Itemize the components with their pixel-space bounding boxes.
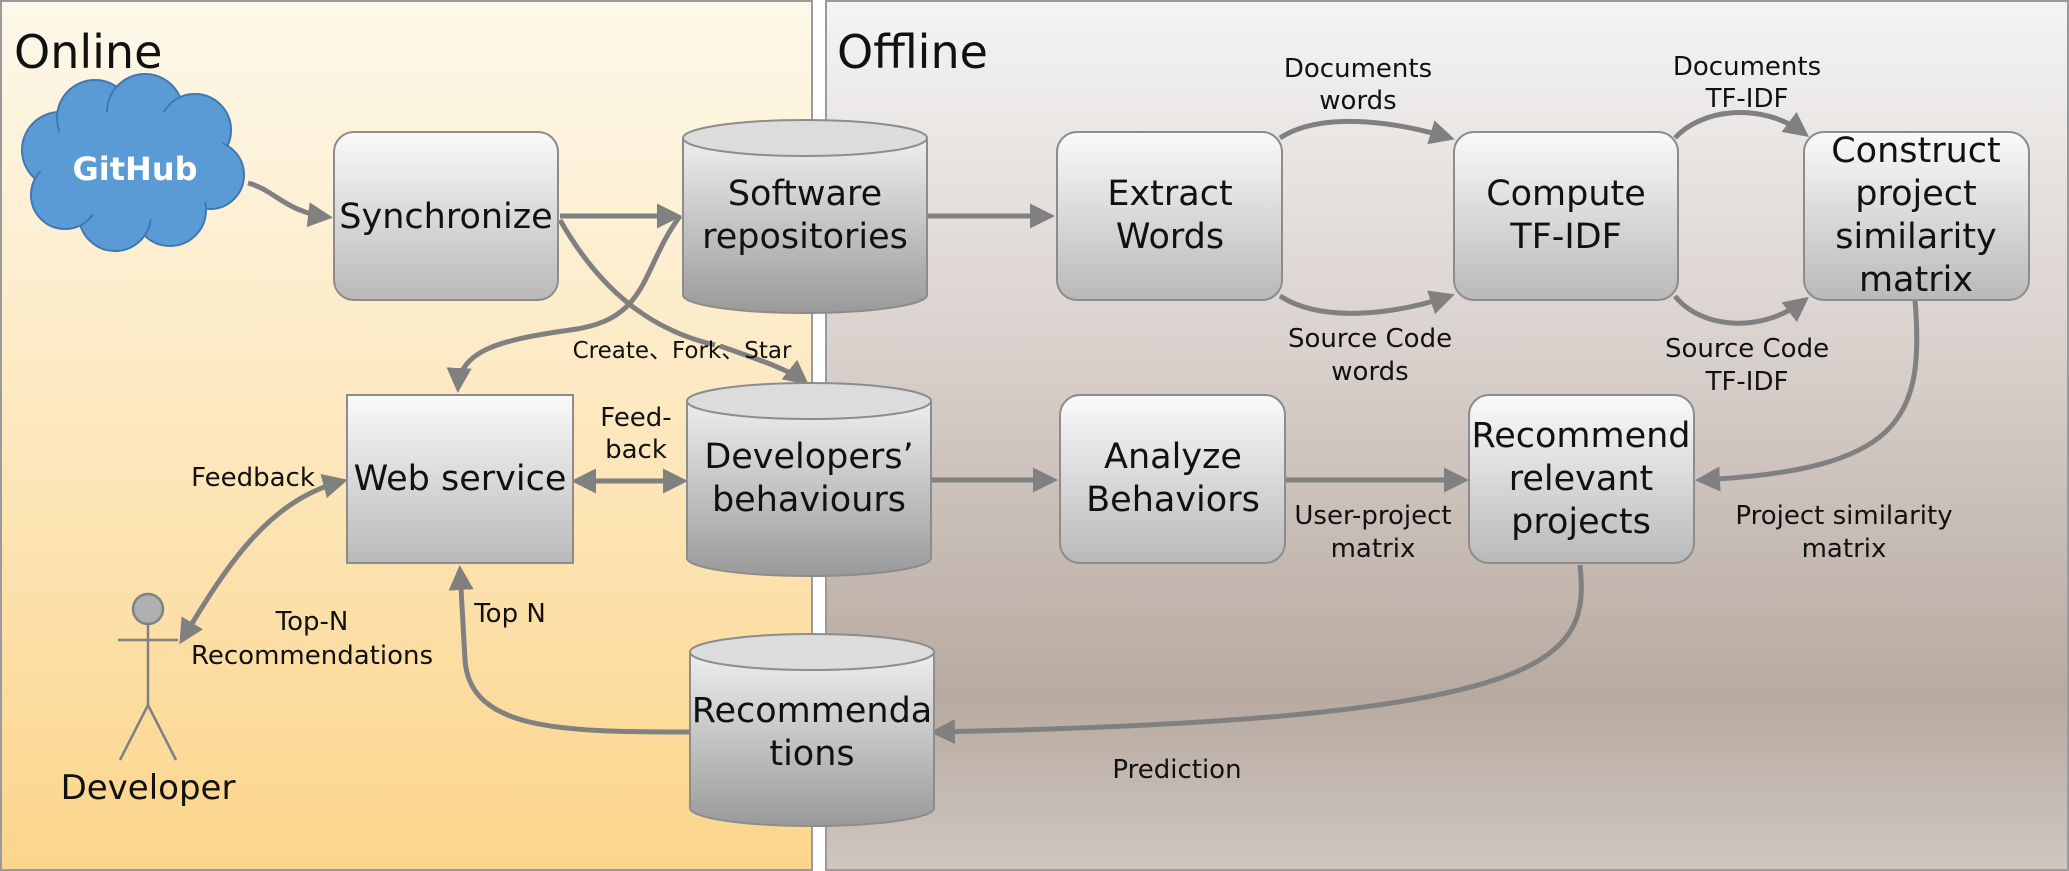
label-user-project-matrix-2: matrix xyxy=(1331,534,1416,564)
recommend-line-2: relevant xyxy=(1509,459,1653,499)
edge-sync-behaviours-b xyxy=(719,343,809,386)
analyze-behaviors-node: Analyze Behaviors xyxy=(1059,394,1286,564)
label-documents-tfidf-2: TF-IDF xyxy=(1705,84,1789,114)
recommend-projects-node: Recommend relevant projects xyxy=(1468,394,1695,564)
label-source-code-words-2: words xyxy=(1331,357,1408,387)
label-top-n-recs-1: Top-N xyxy=(275,607,349,637)
compute-tfidf-node: Compute TF-IDF xyxy=(1453,131,1679,301)
github-cloud-node: GitHub xyxy=(21,73,245,252)
label-project-similarity-matrix-1: Project similarity xyxy=(1735,501,1952,531)
webservice-node: Web service xyxy=(346,394,574,564)
recommendations-line-1: Recommenda xyxy=(692,691,933,731)
label-source-code-tfidf-2: TF-IDF xyxy=(1705,367,1789,397)
developer-actor xyxy=(118,592,178,761)
edge-extract-compute-code xyxy=(1278,290,1455,316)
recommend-line-3: projects xyxy=(1511,502,1651,542)
label-prediction: Prediction xyxy=(1112,755,1241,785)
behaviours-line-2: behaviours xyxy=(712,480,906,520)
analyze-line-1: Analyze xyxy=(1104,437,1242,477)
label-documents-tfidf-1: Documents xyxy=(1673,52,1821,82)
label-top-n-recs-2: Recommendations xyxy=(191,641,433,671)
developer-label: Developer xyxy=(61,768,236,808)
label-user-project-matrix-1: User-project xyxy=(1294,501,1451,531)
label-source-code-tfidf-1: Source Code xyxy=(1665,334,1829,364)
construct-line-4: matrix xyxy=(1859,260,1973,300)
label-project-similarity-matrix-2: matrix xyxy=(1802,534,1887,564)
construct-line-2: project xyxy=(1855,174,1976,214)
analyze-line-2: Behaviors xyxy=(1086,480,1260,520)
developers-behaviours-cylinder: Developers’ behaviours xyxy=(686,382,932,577)
label-source-code-words-1: Source Code xyxy=(1288,324,1452,354)
github-label: GitHub xyxy=(73,150,198,188)
label-documents-words-1: Documents xyxy=(1284,54,1432,84)
label-feedback-developer: Feedback xyxy=(191,463,315,493)
edge-compute-construct-docs xyxy=(1673,109,1809,140)
label-top-n: Top N xyxy=(473,599,546,629)
recommendations-cylinder: Recommenda tions xyxy=(689,633,935,827)
edge-extract-compute-docs xyxy=(1278,118,1455,145)
edge-github-synchronize xyxy=(247,180,333,228)
edge-repos-webservice xyxy=(446,214,683,393)
webservice-label: Web service xyxy=(354,459,567,499)
construct-line-3: similarity xyxy=(1835,217,1997,257)
offline-title: Offline xyxy=(837,25,988,79)
label-feedback-web-2: back xyxy=(605,435,667,465)
compute-tfidf-line-1: Compute xyxy=(1486,174,1646,214)
construct-matrix-node: Construct project similarity matrix xyxy=(1803,131,2030,301)
edge-recommendations-webservice xyxy=(448,565,691,735)
extract-words-line-1: Extract xyxy=(1107,174,1232,214)
edge-compute-construct-code xyxy=(1673,294,1809,326)
synchronize-label: Synchronize xyxy=(339,197,552,237)
repos-line-1: Software xyxy=(728,174,882,214)
recommendations-line-2: tions xyxy=(769,734,854,774)
synchronize-node: Synchronize xyxy=(333,131,559,301)
construct-line-1: Construct xyxy=(1831,131,2001,171)
edge-construct-recommend xyxy=(1695,299,1920,492)
extract-words-node: Extract Words xyxy=(1056,131,1283,301)
compute-tfidf-line-2: TF-IDF xyxy=(1509,217,1622,257)
recommend-line-1: Recommend xyxy=(1471,416,1690,456)
edge-developer-webservice xyxy=(179,473,348,645)
edge-recommend-recommendations xyxy=(930,564,1584,745)
online-title: Online xyxy=(14,25,162,79)
label-create-fork-star: Create、Fork、Star xyxy=(573,338,792,364)
edges xyxy=(179,109,1920,745)
label-feedback-web-1: Feed- xyxy=(600,403,671,433)
software-repositories-cylinder: Software repositories xyxy=(682,119,928,314)
repos-line-2: repositories xyxy=(702,217,908,257)
label-documents-words-2: words xyxy=(1319,86,1396,116)
edge-labels: Documents words Source Code words Docume… xyxy=(191,52,1953,785)
extract-words-line-2: Words xyxy=(1116,217,1224,257)
behaviours-line-1: Developers’ xyxy=(704,437,913,477)
